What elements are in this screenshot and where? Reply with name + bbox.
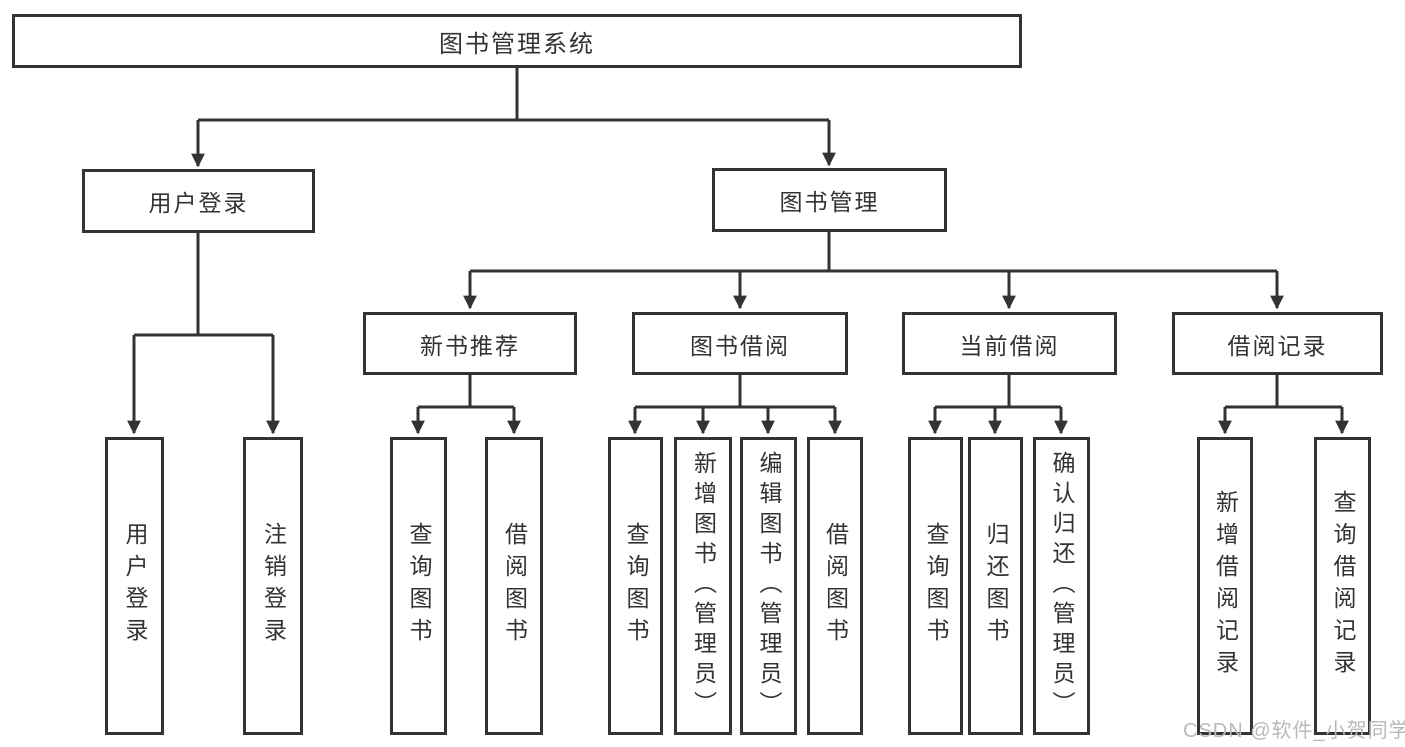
leaf-label: 查询图书 [623,522,649,650]
node-borrowing-records: 借阅记录 [1172,312,1383,375]
leaf-add-books-admin: 新增图书（管理员） [674,437,732,735]
leaf-return-books: 归还图书 [968,437,1023,735]
leaf-query-borrow-record: 查询借阅记录 [1314,437,1371,735]
leaf-query-books-borrowing: 查询图书 [608,437,663,735]
leaf-query-books-current: 查询图书 [908,437,963,735]
csdn-watermark: CSDN @软件_小贺同学 [1183,720,1405,742]
leaf-label: 用户登录 [122,522,148,650]
leaf-label: 借阅图书 [822,522,849,650]
leaf-label: 借阅图书 [501,522,528,650]
node-user-login-branch: 用户登录 [82,169,315,233]
leaf-label: 新增借阅记录 [1212,490,1239,682]
leaf-borrow-books: 借阅图书 [807,437,863,735]
leaf-confirm-return-admin: 确认归还（管理员） [1033,437,1090,735]
leaf-user-login: 用户登录 [105,437,164,735]
node-library-management-system: 图书管理系统 [12,14,1022,68]
leaf-label: 编辑图书（管理员） [756,451,782,721]
leaf-label: 查询图书 [923,522,949,650]
node-new-book-recommendation: 新书推荐 [363,312,577,375]
leaf-label: 查询借阅记录 [1330,490,1356,682]
leaf-label: 新增图书（管理员） [690,451,717,721]
leaf-label: 归还图书 [983,522,1009,650]
node-book-management-branch: 图书管理 [712,168,947,232]
leaf-query-books-recommendation: 查询图书 [390,437,447,735]
leaf-logout: 注销登录 [243,437,303,735]
leaf-borrow-books-recommendation: 借阅图书 [485,437,543,735]
leaf-add-borrow-record: 新增借阅记录 [1197,437,1253,735]
leaf-label: 注销登录 [260,522,287,650]
leaf-edit-books-admin: 编辑图书（管理员） [740,437,797,735]
node-current-borrowing: 当前借阅 [902,312,1117,375]
node-book-borrowing: 图书借阅 [632,312,848,375]
leaf-label: 确认归还（管理员） [1049,451,1075,721]
leaf-label: 查询图书 [406,522,432,650]
